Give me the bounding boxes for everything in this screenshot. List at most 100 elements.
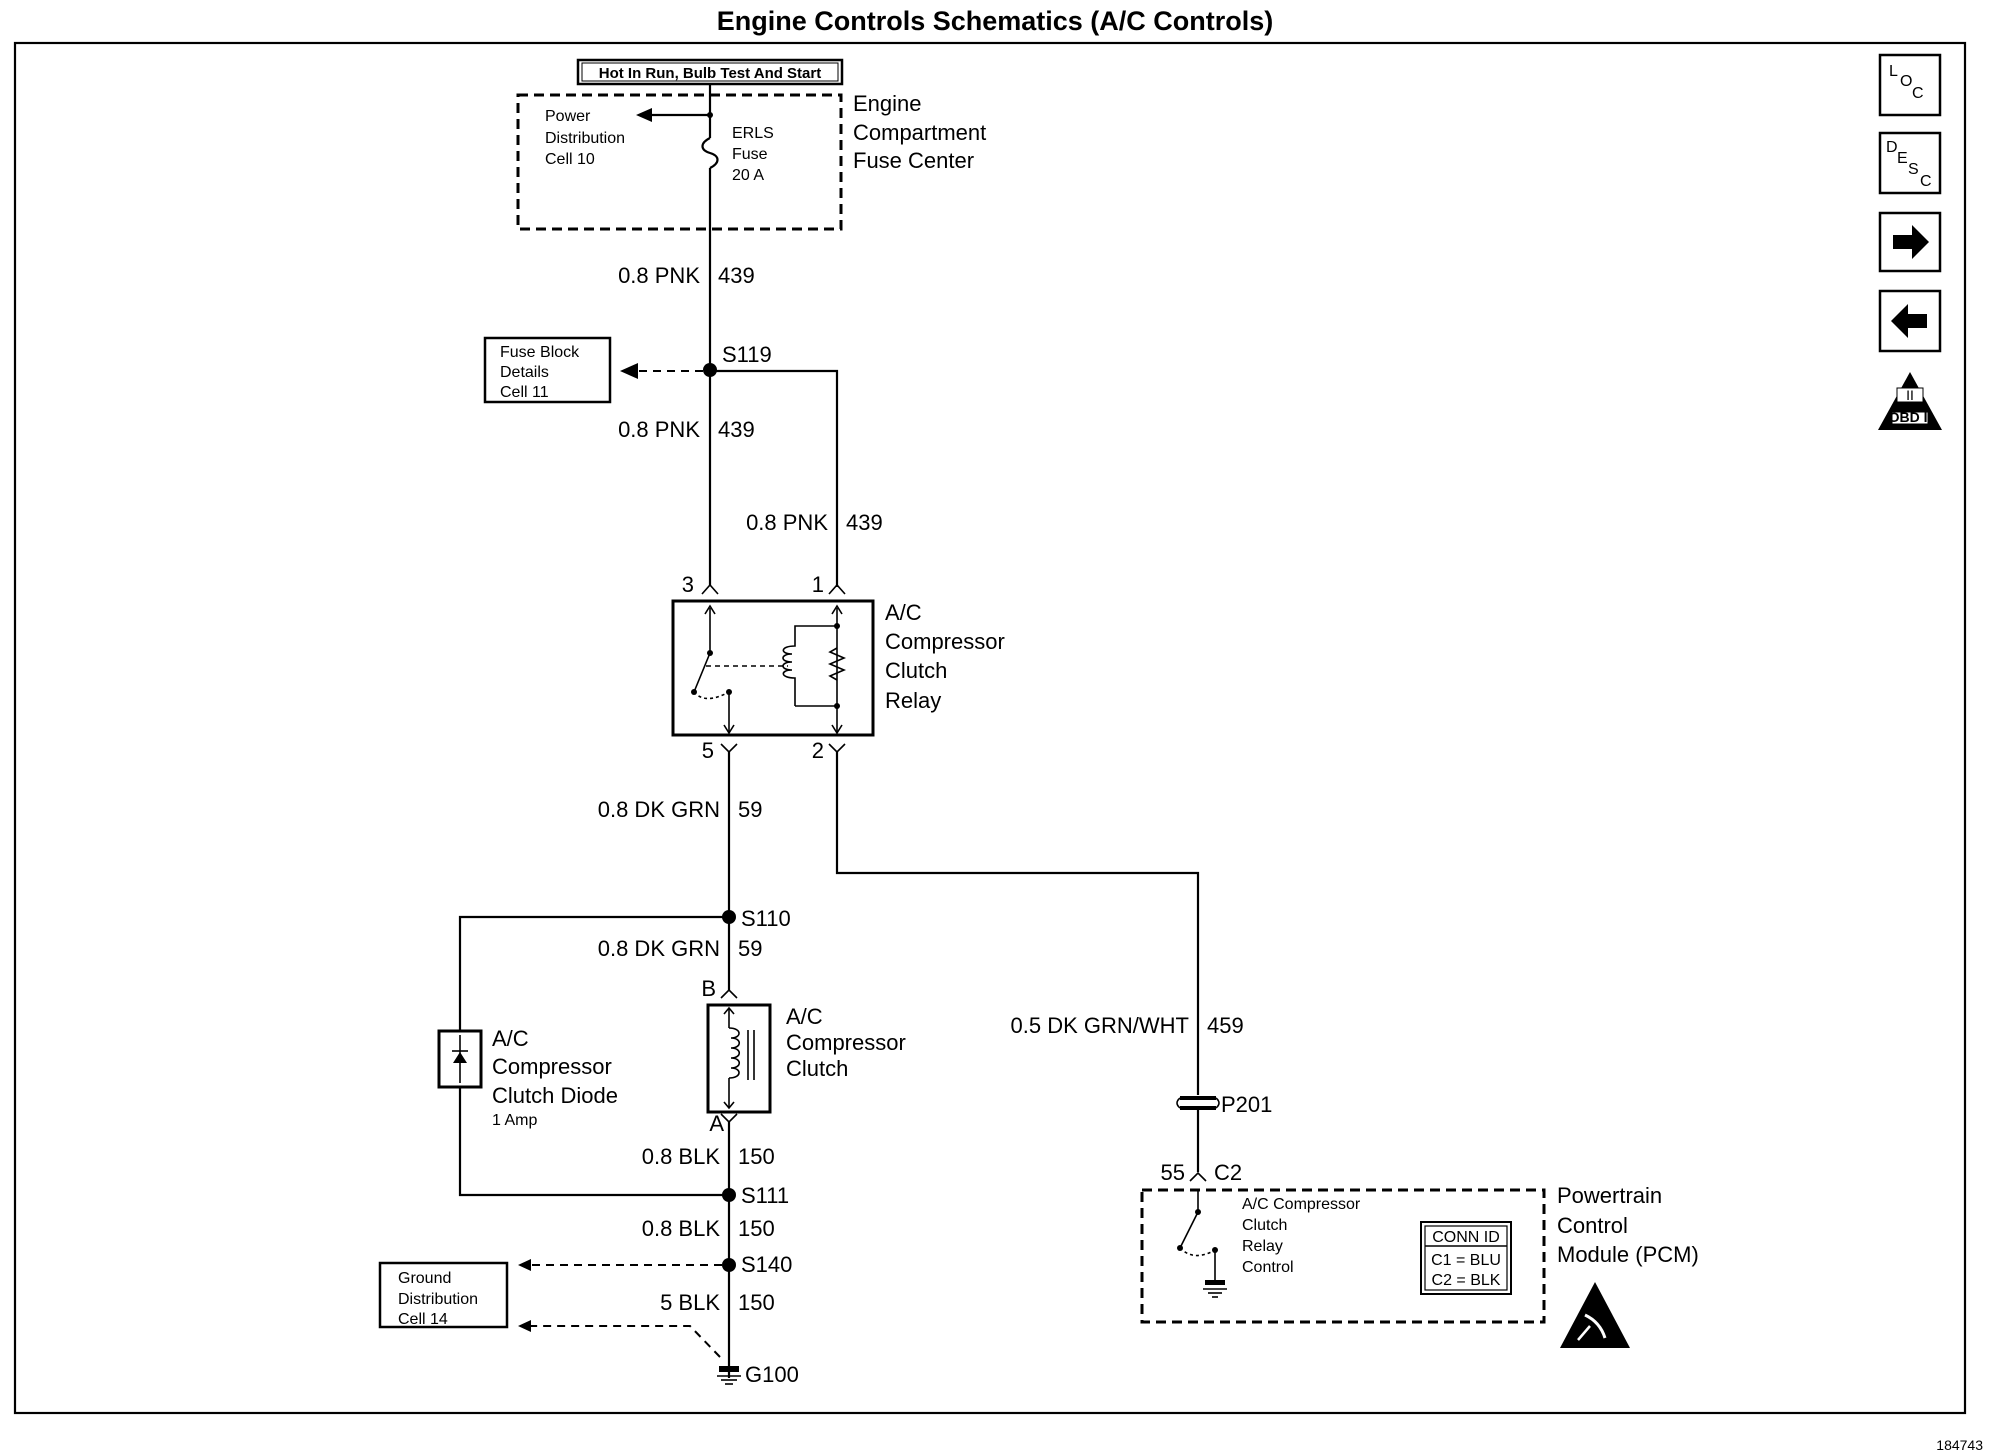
svg-text:C: C bbox=[1920, 173, 1932, 190]
svg-text:O: O bbox=[1900, 73, 1912, 90]
power-distribution-label-2: Distribution bbox=[545, 130, 625, 147]
relay-label-4: Relay bbox=[885, 688, 941, 713]
wire-circuit: 150 bbox=[738, 1144, 775, 1169]
pcm-connector-label: C2 bbox=[1214, 1160, 1242, 1185]
diode-label: A/C bbox=[492, 1026, 529, 1051]
diagram-frame bbox=[13, 41, 1967, 1415]
relay-pin-label: 3 bbox=[682, 572, 694, 597]
pcm-control-label: A/C Compressor bbox=[1242, 1196, 1361, 1213]
wire-label: 5 BLK bbox=[660, 1290, 720, 1315]
svg-text:C1 = BLU: C1 = BLU bbox=[1431, 1252, 1501, 1269]
fuse-block-reference[interactable]: Fuse Block Details Cell 11 bbox=[483, 336, 612, 404]
connector-id-table: CONN ID C1 = BLU C2 = BLK bbox=[1420, 1221, 1512, 1295]
clutch-coil-icon bbox=[728, 1027, 741, 1079]
clutch-pin-label: B bbox=[701, 976, 716, 1001]
next-page-button[interactable] bbox=[1878, 211, 1942, 273]
diode-rating-label: 1 Amp bbox=[492, 1112, 537, 1129]
wire-circuit: 59 bbox=[738, 797, 762, 822]
ground-icon bbox=[1203, 1280, 1227, 1298]
svg-text:D: D bbox=[1886, 139, 1898, 156]
splice-s140 bbox=[722, 1258, 736, 1272]
fuse-center-label-3: Fuse Center bbox=[853, 148, 974, 173]
clutch-box bbox=[706, 1003, 772, 1114]
obd-ii-icon[interactable]: II OBD II bbox=[1878, 372, 1942, 430]
svg-text:C2 = BLK: C2 = BLK bbox=[1432, 1272, 1501, 1289]
page-title: Engine Controls Schematics (A/C Controls… bbox=[717, 6, 1274, 36]
arrow-left-icon bbox=[1891, 304, 1927, 338]
figure-id: 184743 bbox=[1936, 1437, 1983, 1453]
wire-label: 0.8 PNK bbox=[746, 510, 828, 535]
svg-text:C: C bbox=[1912, 85, 1924, 102]
fuse-center-label-2: Compartment bbox=[853, 120, 986, 145]
location-button[interactable]: L O C bbox=[1878, 53, 1942, 117]
fuse-center-box bbox=[516, 93, 843, 231]
relay-box bbox=[671, 599, 875, 737]
relay-pin-label: 2 bbox=[812, 738, 824, 763]
arrow-left-icon bbox=[518, 1320, 531, 1332]
power-distribution-label-3: Cell 10 bbox=[545, 151, 595, 168]
splice-label: P201 bbox=[1221, 1092, 1272, 1117]
svg-text:OBD II: OBD II bbox=[1889, 409, 1932, 425]
splice-s111 bbox=[722, 1188, 736, 1202]
pcm-box bbox=[1140, 1188, 1546, 1324]
wire-circuit: 150 bbox=[738, 1290, 775, 1315]
relay-pin-label: 5 bbox=[702, 738, 714, 763]
svg-text:Ground: Ground bbox=[398, 1270, 451, 1287]
ground-distribution-reference[interactable]: Ground Distribution Cell 14 bbox=[378, 1261, 509, 1329]
svg-text:Distribution: Distribution bbox=[398, 1291, 478, 1308]
splice-label: S110 bbox=[741, 906, 791, 931]
svg-text:II: II bbox=[1906, 387, 1914, 403]
wire-circuit: 459 bbox=[1207, 1013, 1244, 1038]
wire-label: 0.8 DK GRN bbox=[598, 797, 720, 822]
description-button[interactable]: D E S C bbox=[1878, 131, 1942, 195]
erls-fuse-label-2: Fuse bbox=[732, 146, 768, 163]
diode-label-2: Compressor bbox=[492, 1054, 612, 1079]
clutch-pin-label: A bbox=[709, 1111, 724, 1136]
previous-page-button[interactable] bbox=[1878, 289, 1942, 353]
wire-label: 0.8 PNK bbox=[618, 417, 700, 442]
arrow-right-icon bbox=[1893, 225, 1929, 259]
pcm-label-2: Control bbox=[1557, 1213, 1628, 1238]
arrow-left-icon bbox=[518, 1259, 531, 1271]
relay-coil-icon bbox=[782, 630, 796, 706]
pcm-control-label-2: Clutch bbox=[1242, 1217, 1287, 1234]
wire-label: 0.8 BLK bbox=[642, 1216, 721, 1241]
clutch-label: A/C bbox=[786, 1004, 823, 1029]
wire-circuit: 439 bbox=[718, 263, 755, 288]
ground-label: G100 bbox=[745, 1362, 799, 1387]
svg-text:Cell 14: Cell 14 bbox=[398, 1311, 448, 1328]
svg-text:E: E bbox=[1897, 150, 1908, 167]
arrow-left-icon bbox=[620, 363, 638, 379]
splice-label: S119 bbox=[722, 342, 772, 367]
pcm-control-label-4: Control bbox=[1242, 1259, 1294, 1276]
hot-in-run-label: Hot In Run, Bulb Test And Start bbox=[576, 58, 844, 86]
power-distribution-label: Power bbox=[545, 108, 591, 125]
wire-label: 0.5 DK GRN/WHT bbox=[1011, 1013, 1189, 1038]
pcm-label: Powertrain bbox=[1557, 1183, 1662, 1208]
connector-p201 bbox=[1176, 1096, 1220, 1110]
arrow-left-icon bbox=[636, 108, 652, 122]
esd-warning-icon bbox=[1560, 1282, 1630, 1348]
resistor-icon bbox=[827, 647, 847, 681]
wire-circuit: 439 bbox=[846, 510, 883, 535]
erls-fuse-label-3: 20 A bbox=[732, 167, 764, 184]
pcm-pin-label: 55 bbox=[1161, 1160, 1185, 1185]
wire-label: 0.8 BLK bbox=[642, 1144, 721, 1169]
clutch-label-2: Compressor bbox=[786, 1030, 906, 1055]
fuse-center-label: Engine bbox=[853, 91, 922, 116]
relay-label: A/C bbox=[885, 600, 922, 625]
relay-pin-label: 1 bbox=[812, 572, 824, 597]
wire-circuit: 150 bbox=[738, 1216, 775, 1241]
svg-text:Fuse Block: Fuse Block bbox=[500, 344, 580, 361]
svg-text:Details: Details bbox=[500, 364, 549, 381]
relay-label-3: Clutch bbox=[885, 658, 947, 683]
splice-label: S111 bbox=[741, 1183, 789, 1208]
wire-label: 0.8 PNK bbox=[618, 263, 700, 288]
svg-text:S: S bbox=[1908, 161, 1919, 178]
fuse-icon bbox=[701, 137, 719, 169]
ground-icon bbox=[717, 1366, 741, 1385]
wire-circuit: 439 bbox=[718, 417, 755, 442]
svg-text:L: L bbox=[1889, 63, 1898, 80]
wire-circuit: 59 bbox=[738, 936, 762, 961]
